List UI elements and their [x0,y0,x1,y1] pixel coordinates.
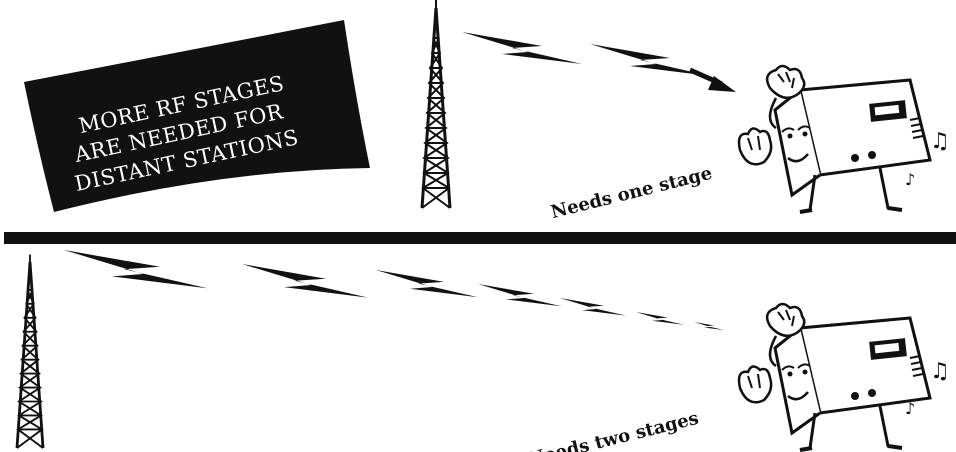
top-caption: Needs one stage [549,163,714,223]
radio-character-icon [739,304,930,450]
radio-character-icon [739,66,930,212]
bottom-scene: Needs two stages ♫ ♪ [17,250,950,452]
signal-bolt-icon [636,312,684,325]
top-scene: MORE RF STAGES ARE NEEDED FOR DISTANT ST… [24,0,950,223]
signal-bolt-icon [462,32,582,64]
signal-bolt-icon [376,270,478,297]
radio-tower-icon [422,0,450,208]
radio-tower-icon [17,255,43,448]
svg-text:♪: ♪ [905,170,915,189]
svg-text:♫: ♫ [930,129,950,154]
bottom-caption: Needs two stages [526,408,701,452]
signal-arrow-icon [690,70,736,92]
signal-bolt-icon [560,298,626,316]
svg-text:♫: ♫ [930,359,950,384]
divider-bar [4,232,956,244]
signal-bolt-icon [694,322,724,330]
signal-bolt-icon [64,250,208,288]
banner: MORE RF STAGES ARE NEEDED FOR DISTANT ST… [24,20,370,212]
signal-bolt-icon [242,264,368,298]
signal-bolt-icon [478,284,562,306]
svg-text:♪: ♪ [905,399,915,418]
